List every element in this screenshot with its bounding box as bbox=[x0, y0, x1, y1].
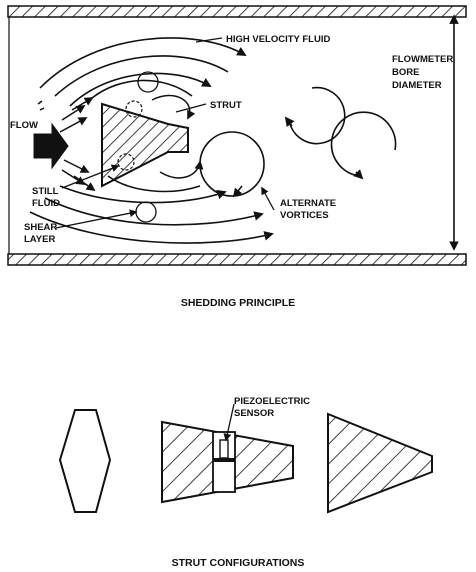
alternate-vortex-lower bbox=[330, 111, 397, 180]
shear-label: SHEAR bbox=[24, 222, 57, 233]
trapezoid-strut bbox=[327, 412, 433, 514]
lower-streamlines bbox=[29, 175, 274, 244]
high-velocity-leader bbox=[195, 37, 223, 43]
strut-leader bbox=[175, 103, 207, 113]
strut-body bbox=[101, 102, 189, 188]
strut-label: STRUT bbox=[210, 100, 242, 111]
still-fluid-leader bbox=[61, 164, 120, 189]
near-wake-vortex-arrow bbox=[232, 185, 243, 198]
diameter-label: DIAMETER bbox=[392, 80, 442, 91]
strut-configurations-caption: STRUT CONFIGURATIONS bbox=[172, 557, 305, 569]
near-wake-vortex bbox=[199, 131, 265, 197]
strut-configurations-diagram: PIEZOELECTRIC SENSOR STRUT CONFIGURATION… bbox=[58, 396, 433, 569]
alternate-label: ALTERNATE bbox=[280, 198, 336, 209]
shear-layer-circle-lower bbox=[135, 201, 157, 223]
pipe-bottom-wall bbox=[7, 253, 467, 266]
shear-layer-circle-upper bbox=[137, 71, 159, 93]
still-label: STILL bbox=[32, 186, 59, 197]
piezoelectric-sensor-element bbox=[219, 439, 229, 459]
flow-arrow bbox=[33, 122, 69, 170]
pipe-top-wall bbox=[7, 5, 467, 18]
upper-streamlines bbox=[39, 37, 247, 107]
still-fluid-circle-lower bbox=[117, 153, 135, 171]
still-fluid-circle-upper bbox=[125, 100, 143, 118]
high-velocity-fluid-label: HIGH VELOCITY FLUID bbox=[226, 34, 330, 45]
shedding-principle-caption: SHEDDING PRINCIPLE bbox=[181, 297, 295, 309]
shedding-principle-diagram: HIGH VELOCITY FLUID FLOWMETER BORE DIAME… bbox=[7, 5, 467, 309]
fluid-label: FLUID bbox=[32, 198, 60, 209]
vortices-label: VORTICES bbox=[280, 210, 329, 221]
piezoelectric-leader bbox=[223, 403, 235, 442]
shear-layer-leader bbox=[55, 209, 138, 229]
bore-label: BORE bbox=[392, 67, 419, 78]
hexagonal-strut bbox=[58, 409, 112, 513]
flow-label: FLOW bbox=[10, 120, 38, 131]
alternate-vortices-leader bbox=[261, 186, 275, 211]
alternate-vortex-upper bbox=[284, 86, 346, 145]
flowmeter-label: FLOWMETER bbox=[392, 54, 453, 65]
layer-label: LAYER bbox=[24, 234, 55, 245]
sensor-label: SENSOR bbox=[234, 408, 274, 419]
piezoelectric-label: PIEZOELECTRIC bbox=[234, 396, 310, 407]
inlet-arrows bbox=[37, 97, 96, 192]
piezoelectric-sensor-band bbox=[213, 458, 235, 462]
wake-streamlines bbox=[151, 94, 204, 179]
